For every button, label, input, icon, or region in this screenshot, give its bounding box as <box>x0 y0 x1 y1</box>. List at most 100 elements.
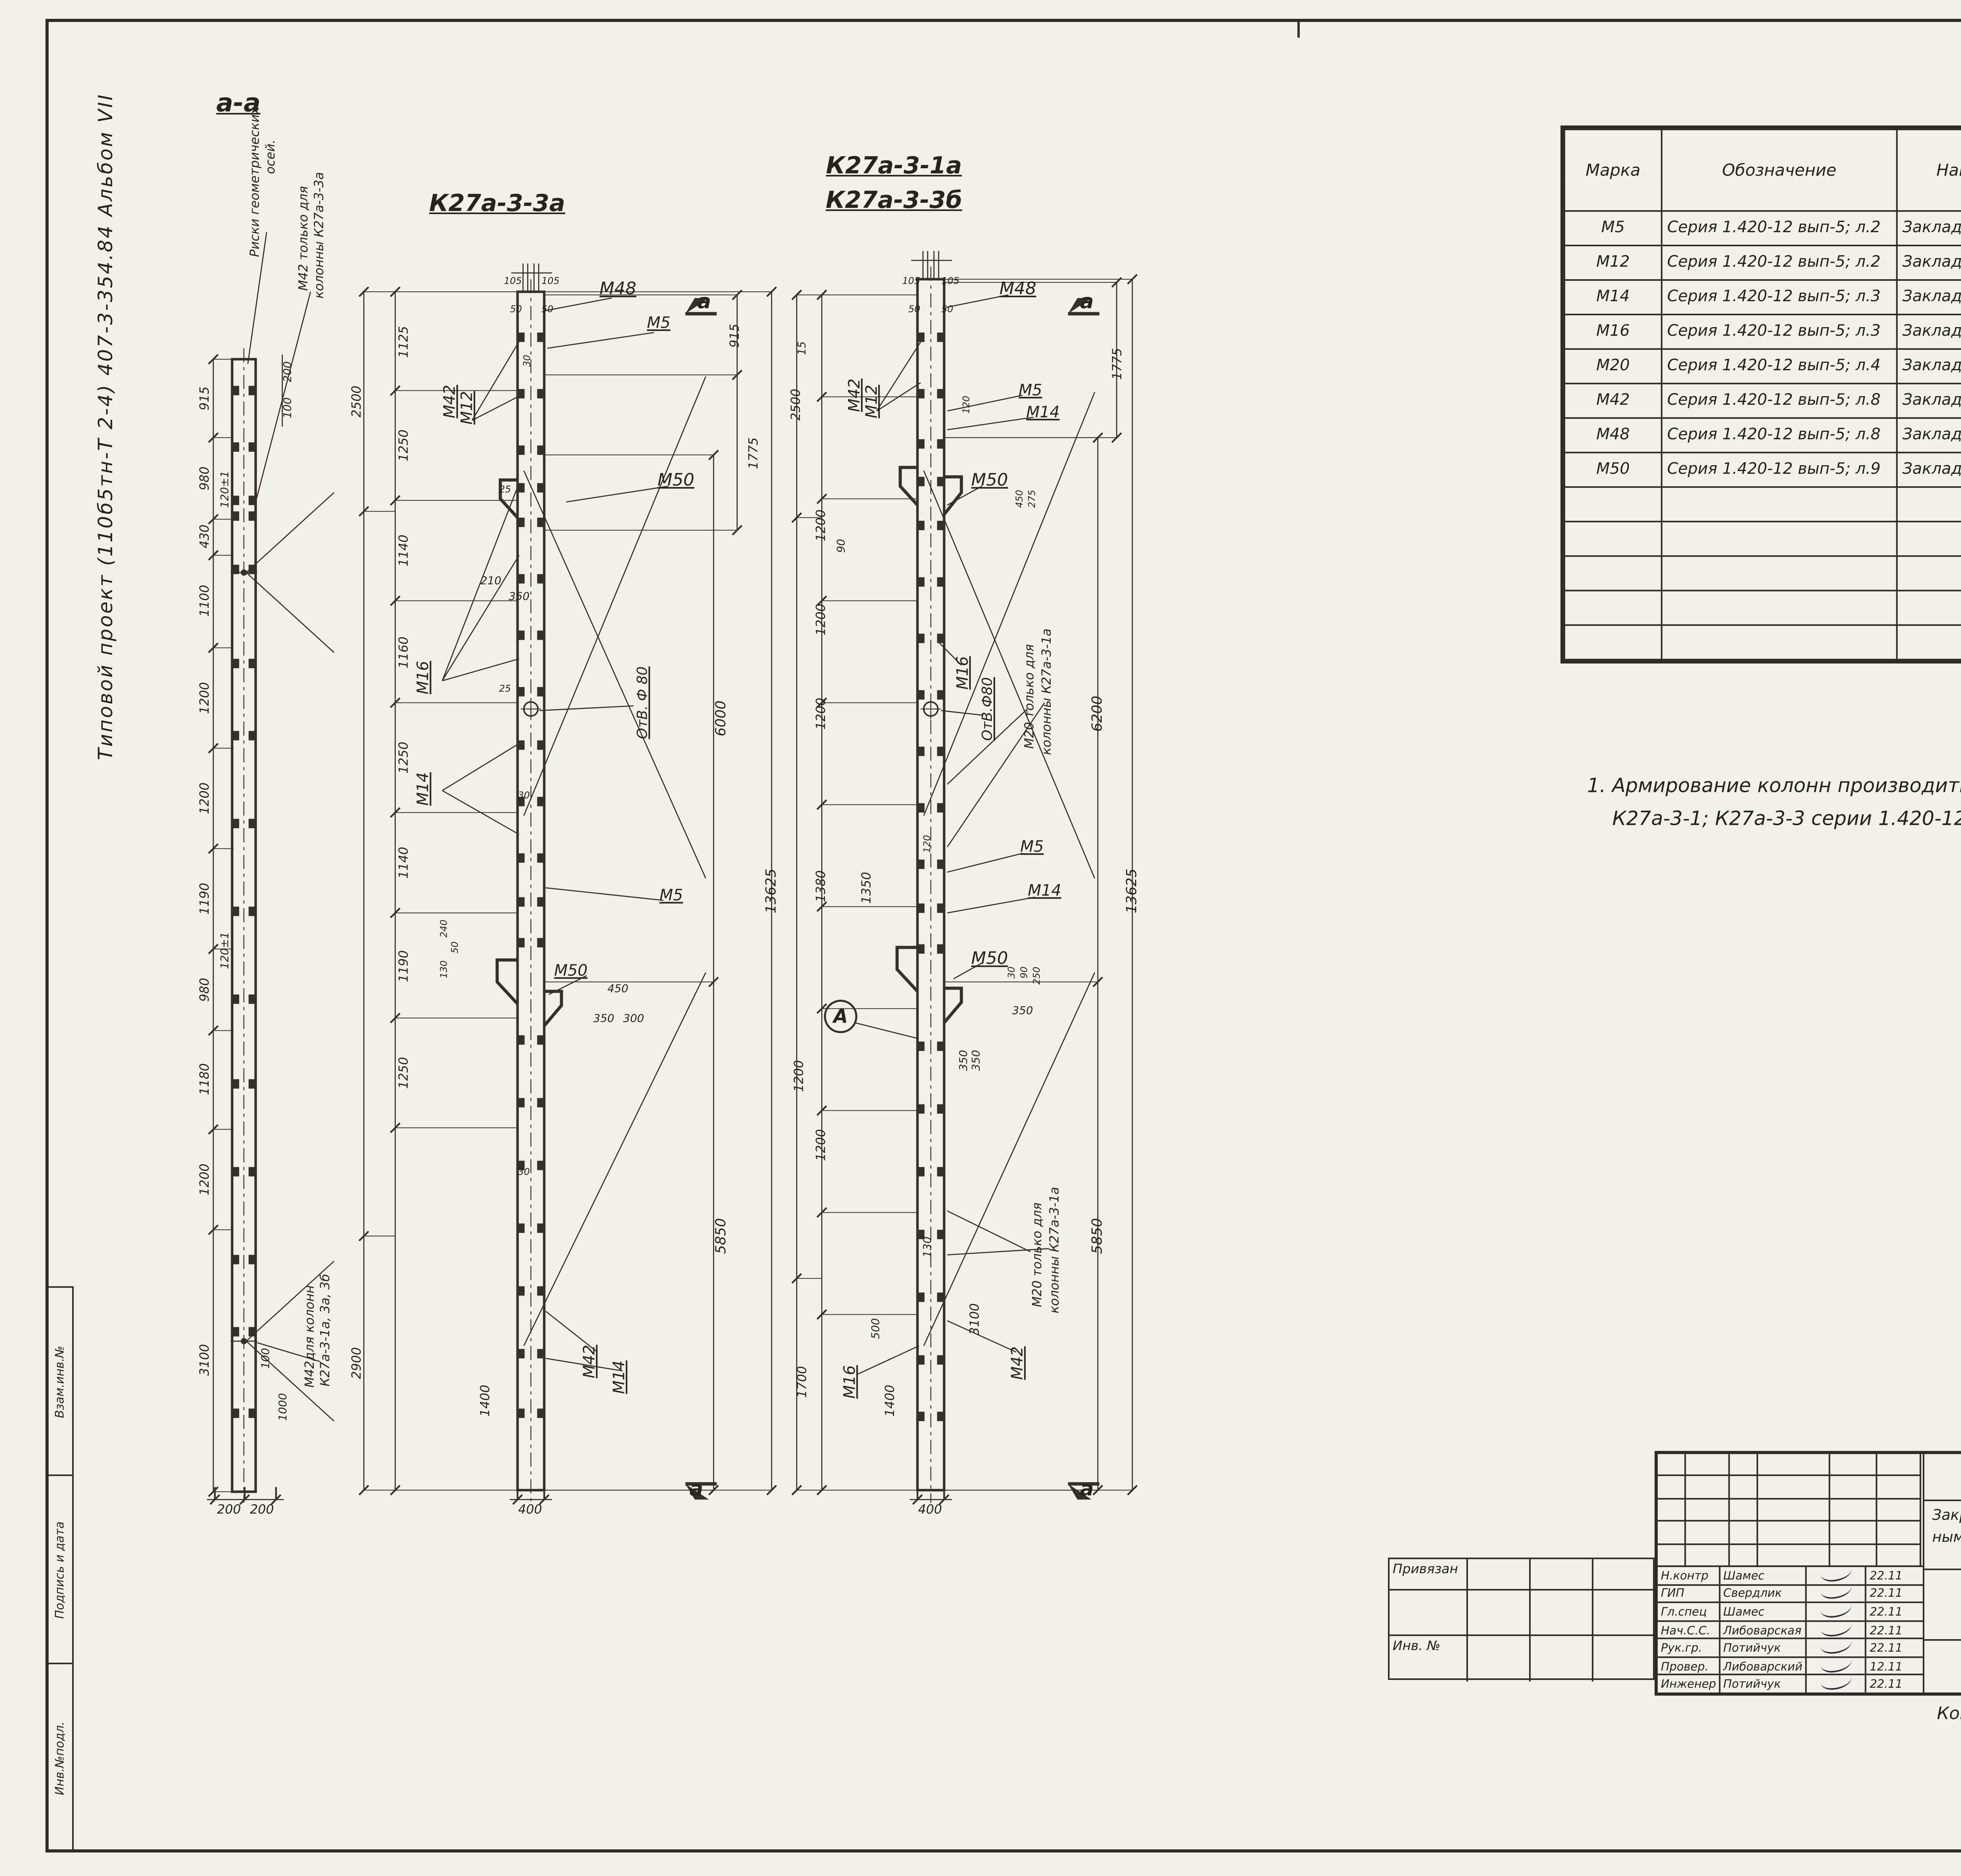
spec-cell: Закладная деталь <box>1896 348 1961 384</box>
middle-column-view <box>442 263 717 1503</box>
revision-cell <box>1686 1499 1730 1522</box>
spec-cell: Серия 1.420-12 вып-5; л.8 <box>1661 417 1898 453</box>
spec-cell: Серия 1.420-12 вып-5; л.8 <box>1661 382 1898 419</box>
dimension-chains <box>207 274 1138 1505</box>
revision-cell <box>1730 1454 1758 1477</box>
signature-name: Потийчук <box>1720 1676 1808 1693</box>
spec-cell <box>1661 520 1898 557</box>
signature-sign <box>1807 1567 1867 1584</box>
revision-cell <box>1830 1521 1877 1545</box>
signature-role: Н.контр <box>1658 1567 1720 1584</box>
inventory-label: Инв. № <box>1390 1636 1468 1682</box>
revision-cell <box>1877 1521 1921 1545</box>
spec-cell: Закладная деталь <box>1896 417 1961 453</box>
spec-cell <box>1896 486 1961 522</box>
signature-role: Провер. <box>1658 1658 1720 1675</box>
note-line-1: 1. Армирование колонн производить по кол… <box>1587 773 1961 797</box>
signature-mark <box>1820 1677 1853 1692</box>
signature-sign <box>1807 1676 1867 1693</box>
spec-row-empty <box>1563 624 1961 661</box>
revision-cell <box>1758 1499 1830 1522</box>
stamp-label: Взам.инв.№ <box>52 1345 67 1417</box>
revision-cell <box>1657 1544 1686 1567</box>
stamp-cell: Инв.№подл. <box>47 1664 72 1851</box>
revision-cell <box>1830 1499 1877 1522</box>
spec-cell: М50 <box>1563 451 1663 488</box>
revision-cell <box>1730 1476 1758 1499</box>
attach-cell <box>1593 1590 1656 1636</box>
spec-cell: Закладная деталь <box>1896 210 1961 246</box>
corbels <box>895 466 963 1024</box>
signature-name: Либоварская <box>1720 1621 1808 1638</box>
revision-grid <box>1657 1454 1923 1567</box>
attachment-table: Привязан Инв. № <box>1388 1558 1656 1682</box>
attach-cell <box>1468 1636 1531 1682</box>
signature-mark <box>1820 1623 1853 1637</box>
signature-mark <box>1820 1641 1853 1655</box>
attach-cell <box>1468 1559 1531 1591</box>
revision-cell <box>1657 1521 1686 1545</box>
left-stamp-column: Взам.инв.№ Подпись и дата Инв.№подл. <box>45 1286 74 1853</box>
signature-date: 22.11 <box>1870 1604 1903 1619</box>
revision-cell <box>1657 1476 1686 1499</box>
signature-sign <box>1807 1621 1867 1638</box>
signature-date: 22.11 <box>1870 1568 1903 1583</box>
revision-cell <box>1686 1476 1730 1499</box>
project-line-1: Закрытая трансформаторная ПС 110кВ по уп… <box>1932 1507 1961 1525</box>
signature-name: Либоварский <box>1720 1658 1808 1675</box>
revision-cell <box>1830 1476 1877 1499</box>
revision-cell <box>1877 1544 1921 1567</box>
specification-table: Марка Обозначение Наименование Кол. для … <box>1560 125 1961 664</box>
spec-cell <box>1896 520 1961 557</box>
spec-cell: М42 <box>1563 382 1663 419</box>
signature-role: Гл.спец <box>1658 1603 1720 1620</box>
section-marks <box>1068 312 1100 1486</box>
signature-date: 22.11 <box>1870 1677 1903 1692</box>
signature-sign <box>1807 1585 1867 1602</box>
signature-name: Свердлик <box>1720 1585 1808 1602</box>
revision-cell <box>1877 1499 1921 1522</box>
revision-cell <box>1686 1454 1730 1477</box>
spec-cell <box>1661 590 1898 626</box>
spec-cell: Закладная деталь <box>1896 279 1961 315</box>
revision-cell <box>1758 1544 1830 1567</box>
spec-cell: Закладная деталь <box>1896 382 1961 419</box>
attach-cell <box>1530 1559 1594 1591</box>
spec-cell: Серия 1.420-12 вып-5; л.9 <box>1661 451 1898 488</box>
project-line-2: ным схемам с трансформаторами до 63 МВА <box>1932 1529 1961 1547</box>
document-number: ТП 407-3-354.84 <box>1925 1460 1961 1493</box>
attach-cell <box>1389 1590 1468 1636</box>
spec-cell <box>1563 624 1663 661</box>
signature-sign <box>1807 1658 1867 1675</box>
signature-mark <box>1820 1604 1853 1619</box>
revision-cell <box>1877 1476 1921 1499</box>
rebar-stubs <box>911 251 952 279</box>
spec-cell <box>1563 486 1663 522</box>
note-line-2: К27а-3-1; К27а-3-3 серии 1.420-12 вып.3 … <box>1612 806 1961 830</box>
attach-cell <box>1468 1590 1531 1636</box>
stamp-cell: Подпись и дата <box>47 1476 72 1665</box>
spec-cell: Закладная деталь <box>1896 313 1961 350</box>
spec-row-empty <box>1563 520 1961 557</box>
stamp-label: Подпись и дата <box>52 1520 67 1618</box>
spec-cell <box>1896 590 1961 626</box>
col-header-designation: Обозначение <box>1661 128 1898 212</box>
project-description: Закрытая трансформаторная ПС 110кВ по уп… <box>1924 1501 1961 1570</box>
drawing-type: Опалубочный чертеж <box>1925 1641 1961 1693</box>
spec-cell <box>1661 624 1898 661</box>
copied-by-note: Копировала: Купинская <box>1937 1703 1961 1724</box>
spec-cell: М48 <box>1563 417 1663 453</box>
revision-cell <box>1657 1499 1686 1522</box>
spec-cell <box>1563 555 1663 591</box>
spec-cell: М20 <box>1563 348 1663 384</box>
spec-row-empty <box>1563 590 1961 626</box>
spec-cell: М14 <box>1563 279 1663 315</box>
